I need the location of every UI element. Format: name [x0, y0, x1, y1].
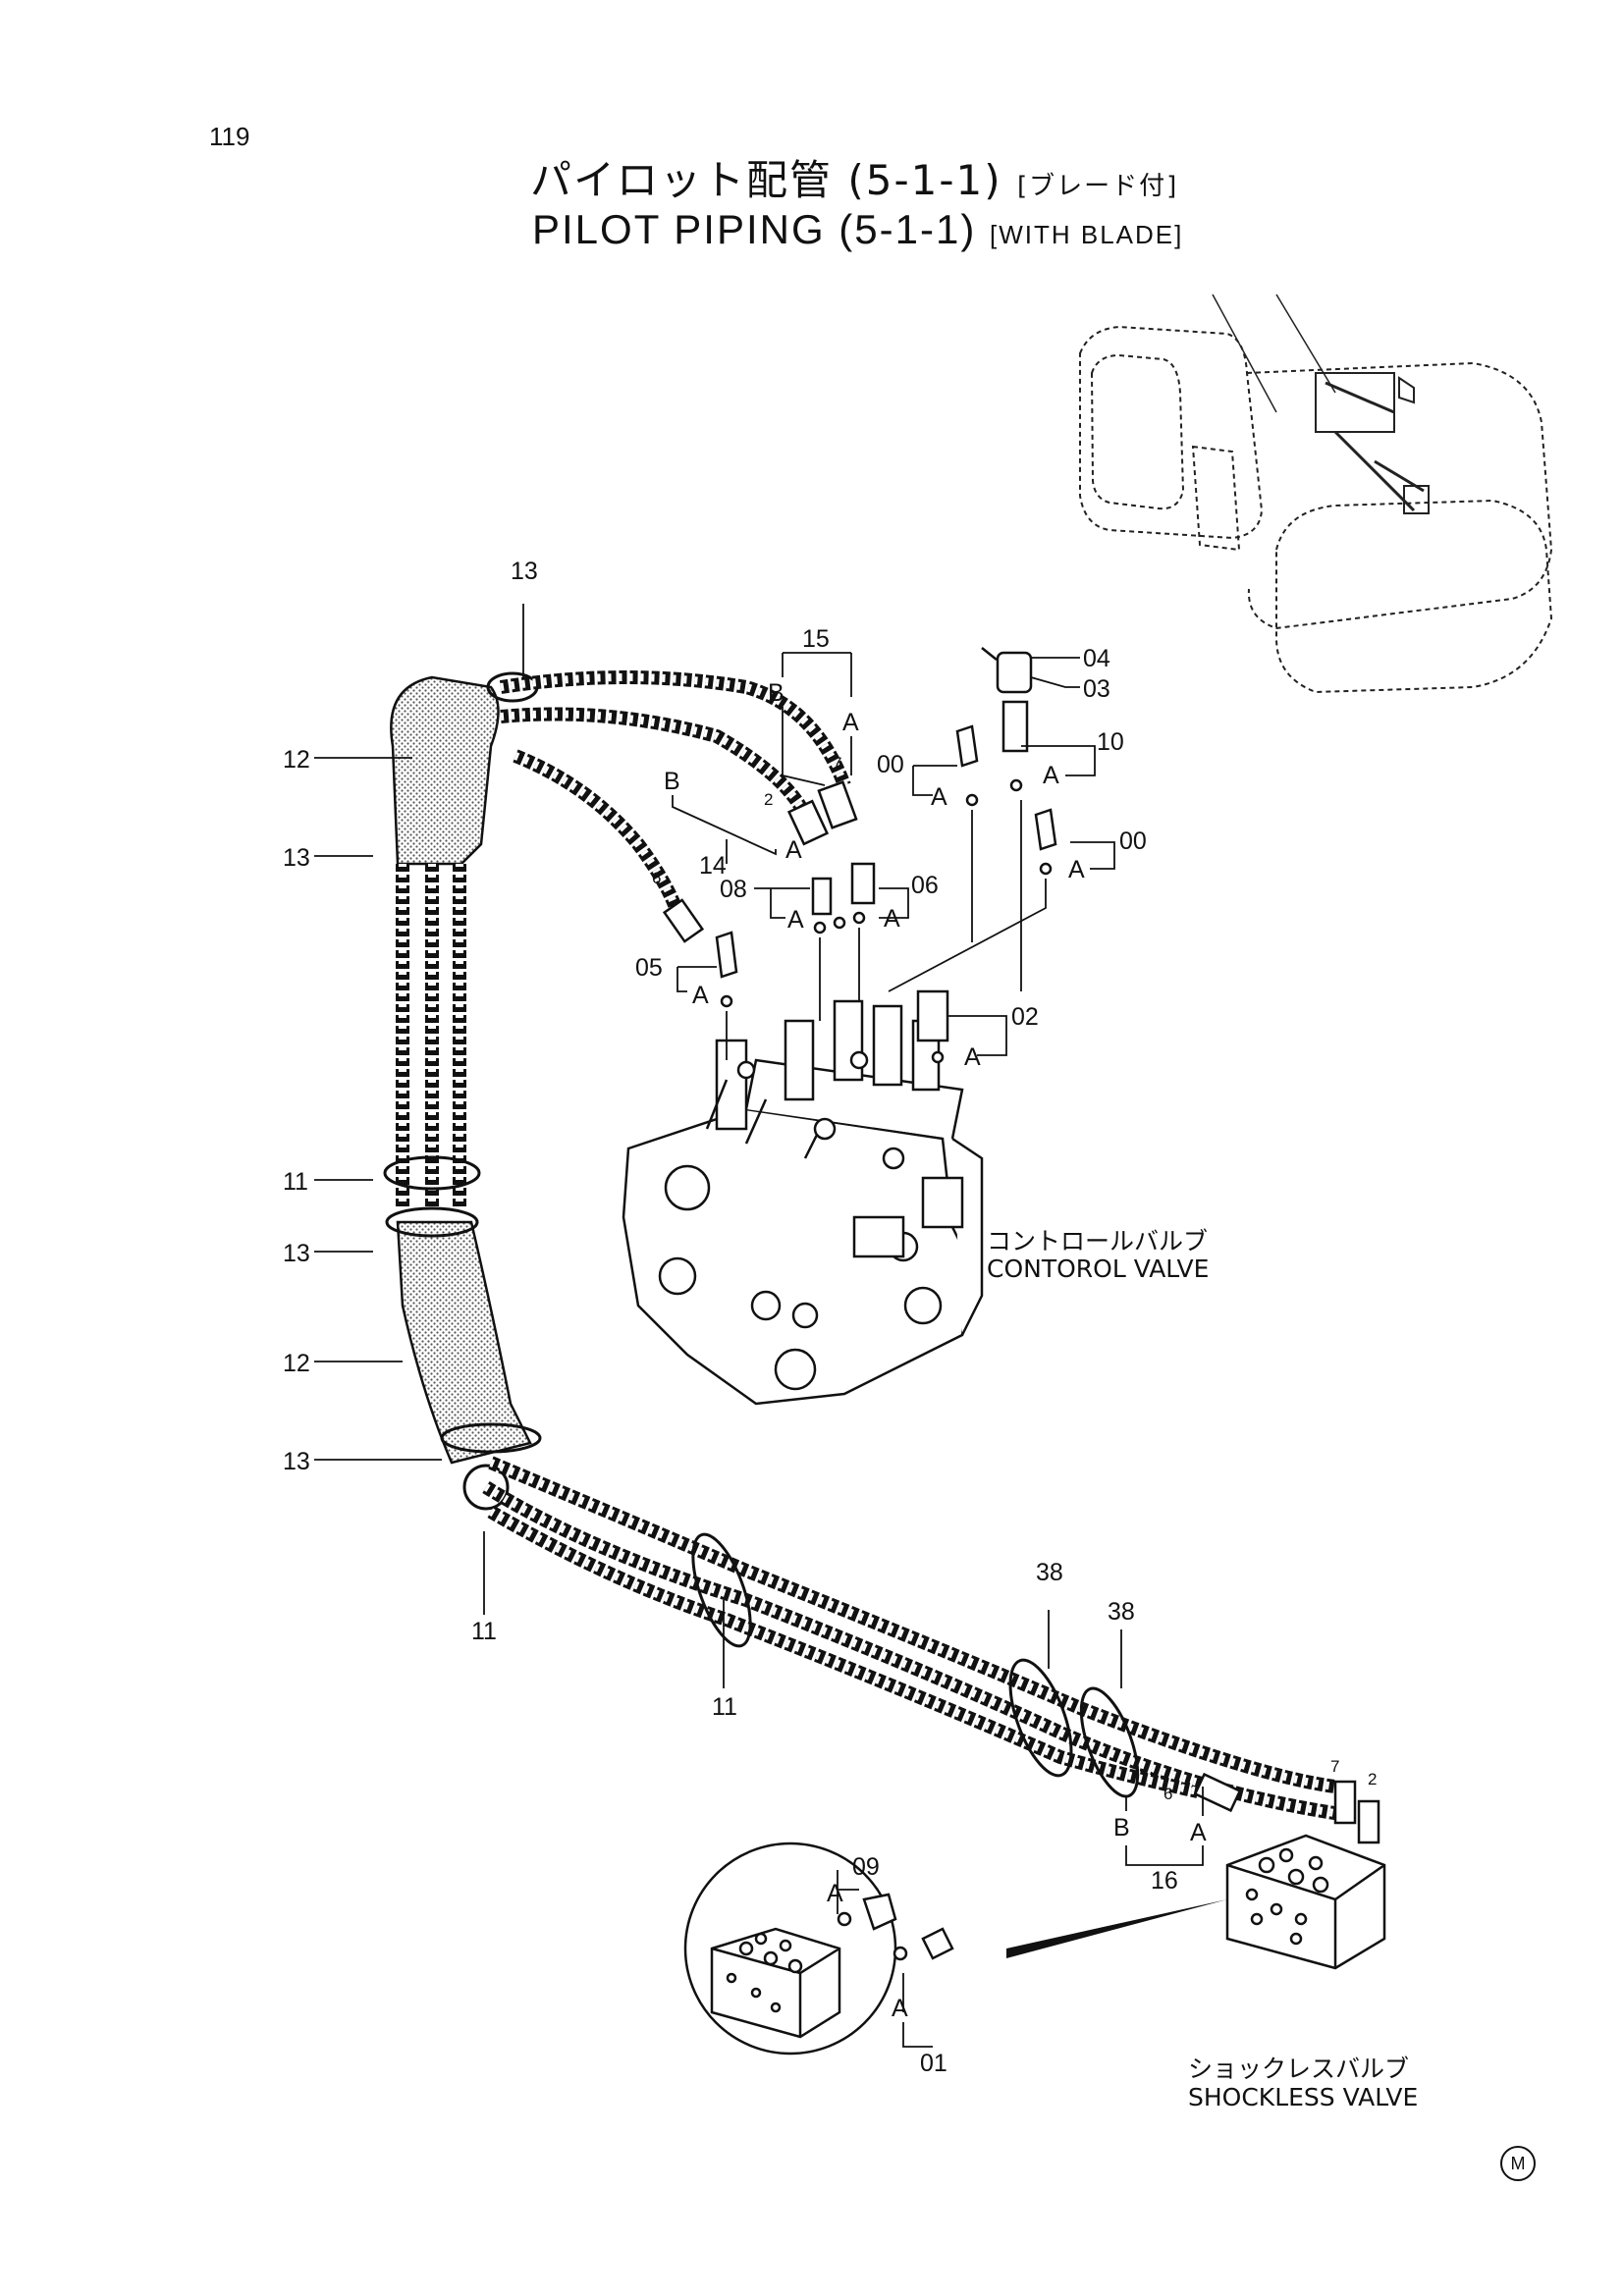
part-label-12: 12 [283, 746, 310, 774]
part-label-13: 13 [511, 558, 538, 585]
part-label-11: 11 [712, 1693, 737, 1721]
hose-number: 7 [1330, 1757, 1340, 1776]
hose-number: 2 [764, 790, 774, 809]
port-letter-a: A [692, 982, 709, 1009]
hose-number: 2 [1368, 1770, 1378, 1789]
excavator-overview [1079, 294, 1553, 694]
control-valve-drawing [622, 999, 984, 1406]
port-letter-b: B [768, 679, 784, 707]
port-letter-a: A [931, 783, 947, 811]
port-letter-a: A [827, 1880, 843, 1907]
part-label-38: 38 [1036, 1559, 1063, 1586]
part-label-12: 12 [283, 1350, 310, 1377]
hose-number: 7 [833, 754, 842, 773]
shockless-valve-label-en: SHOCKLESS VALVE [1188, 2083, 1419, 2111]
port-letter-b: B [664, 768, 680, 795]
port-letter-a: A [1190, 1819, 1207, 1846]
page-number: 119 [209, 122, 250, 151]
title-english: PILOT PIPING (5-1-1) [WITH BLADE] [532, 206, 1183, 253]
shockless-valve-label-jp: ショックレスバルブ [1188, 2055, 1410, 2083]
part-label-02: 02 [1011, 1003, 1039, 1031]
part-label-08: 08 [720, 876, 747, 903]
part-label-01: 01 [920, 2050, 947, 2077]
shockless-valve-drawing [1225, 1834, 1386, 1970]
part-label-00: 00 [877, 751, 904, 778]
part-label-09: 09 [852, 1853, 880, 1881]
title-en-suffix: [WITH BLADE] [990, 220, 1184, 249]
title-jp-suffix: [ブレード付] [1016, 172, 1179, 201]
part-label-13: 13 [283, 1448, 310, 1475]
hose-number: 6 [1163, 1785, 1173, 1803]
port-letter-b: B [1113, 1814, 1130, 1842]
port-letter-a: A [1043, 762, 1059, 789]
part-label-14: 14 [699, 852, 727, 880]
part-label-06: 06 [911, 872, 939, 899]
fittings [715, 647, 1057, 1064]
part-label-11: 11 [283, 1168, 308, 1196]
part-label-05: 05 [635, 954, 663, 982]
part-label-03: 03 [1083, 675, 1110, 703]
part-label-00: 00 [1119, 828, 1147, 855]
port-letter-a: A [892, 1995, 908, 2022]
part-label-13: 13 [283, 844, 310, 872]
title-jp-main: パイロット配管 (5-1-1) [530, 156, 1002, 204]
title-en-main: PILOT PIPING (5-1-1) [532, 206, 977, 252]
port-letter-a: A [787, 906, 804, 934]
port-letter-a: A [842, 709, 859, 736]
part-label-10: 10 [1097, 728, 1124, 756]
part-label-04: 04 [1083, 645, 1110, 672]
control-valve-label-jp: コントロールバルブ [987, 1227, 1209, 1255]
title-japanese: パイロット配管 (5-1-1) [ブレード付] [530, 147, 1178, 207]
part-label-15: 15 [802, 625, 830, 653]
leader-lines [314, 604, 1204, 2048]
port-letter-a: A [884, 905, 900, 933]
detail-inset [683, 1842, 1227, 2056]
port-letter-a: A [785, 836, 802, 864]
port-letter-a: A [1068, 856, 1085, 883]
circled-m-mark: M [1500, 2146, 1536, 2181]
part-label-13: 13 [283, 1240, 310, 1267]
port-letter-a: A [964, 1043, 981, 1071]
part-label-16: 16 [1151, 1867, 1178, 1895]
control-valve-label-en: CONTOROL VALVE [987, 1255, 1210, 1283]
hose-bundle-left [383, 670, 1380, 1844]
part-label-38: 38 [1108, 1598, 1135, 1626]
part-label-11: 11 [471, 1618, 497, 1645]
hose-number: 6 [652, 869, 662, 887]
